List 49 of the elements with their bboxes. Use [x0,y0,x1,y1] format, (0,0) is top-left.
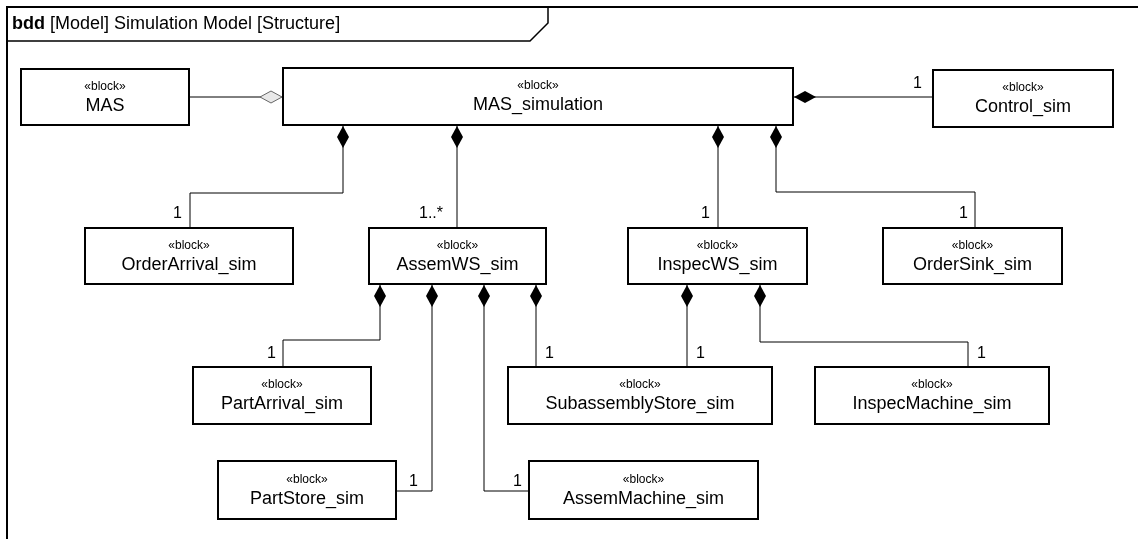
block-box [20,68,190,126]
composition-line [478,284,529,492]
block-box [932,69,1114,128]
diagram-title: bdd [Model] Simulation Model [Structure] [12,12,341,34]
block-name: Control_sim [975,95,1071,117]
block-name: SubassemblyStore_sim [545,392,735,414]
block-name: InspecWS_sim [657,252,778,275]
composition-line [451,125,463,228]
stereotype-text: «block» [286,471,328,487]
block-name: OrderSink_sim [913,252,1032,275]
stereotype-text: «block» [696,237,739,253]
stereotype-text: «block» [951,237,994,253]
block-box [368,227,547,285]
block-name: OrderArrival_sim [121,252,257,275]
block-name: PartStore_sim [249,486,364,509]
block-name: MAS [85,93,125,116]
stereotype-text: «block» [84,78,126,94]
block-name: MAS_simulation [472,93,604,115]
block-box [627,227,808,285]
block-box [84,227,294,285]
block-box [528,460,759,520]
composition-line [793,91,933,103]
block-box [882,227,1063,285]
block-name: PartArrival_sim [221,392,343,414]
stereotype-text: «block» [619,377,661,392]
composition-line [396,284,438,492]
block-box [282,67,794,126]
block-name: AssemWS_sim [396,252,519,275]
block-name: AssemMachine_sim [562,486,725,509]
stereotype-text: «block» [622,471,665,487]
composition-line [754,284,969,367]
block-box [507,366,773,425]
composition-line [770,125,976,228]
stereotype-text: «block» [517,78,559,93]
block-box [192,366,372,425]
composition-line [530,284,542,367]
composition-line [712,125,724,228]
composition-line [189,90,283,104]
block-box [217,460,397,520]
stereotype-text: «block» [168,237,210,253]
composition-line [282,284,386,367]
composition-line [189,125,349,228]
stereotype-text: «block» [436,237,479,253]
stereotype-text: «block» [1002,80,1044,95]
block-box [814,366,1050,425]
composition-line [681,284,693,367]
block-name: InspecMachine_sim [852,392,1012,414]
stereotype-text: «block» [911,377,953,392]
stereotype-text: «block» [261,377,303,392]
